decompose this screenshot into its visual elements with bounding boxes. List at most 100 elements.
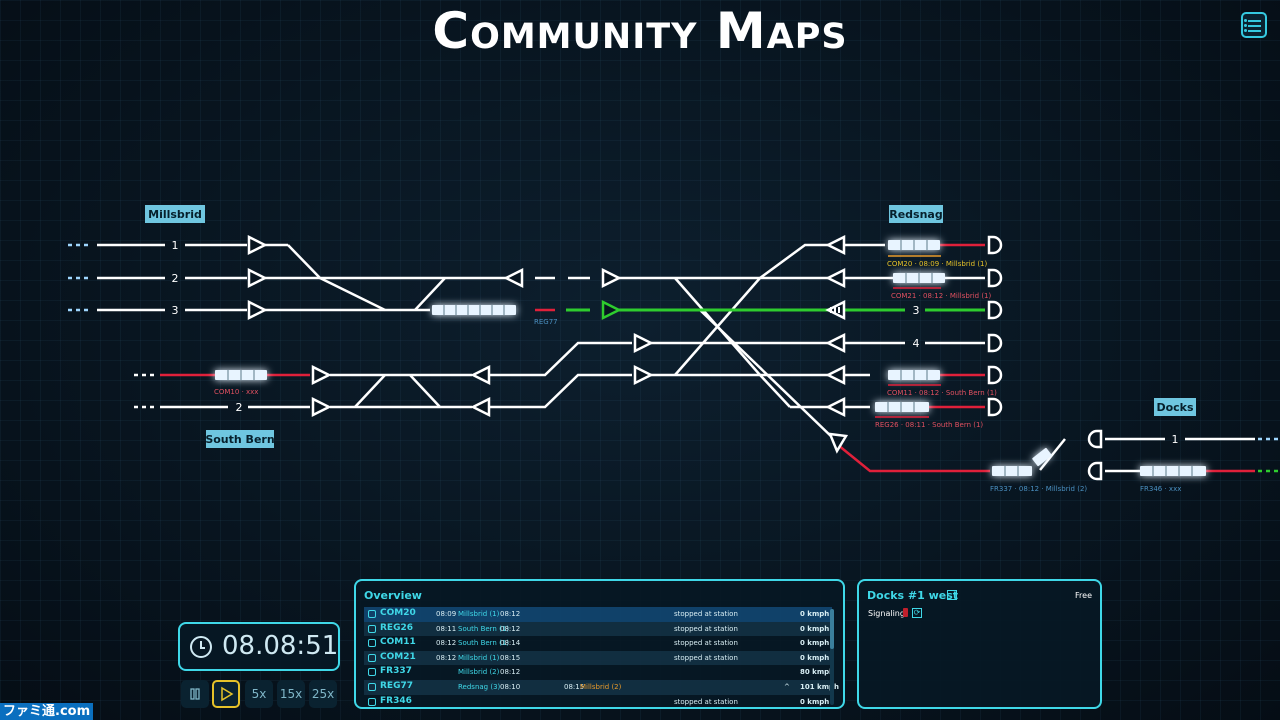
docks-panel-status: Free (1075, 591, 1092, 600)
docks-panel-title: Docks #1 west (867, 589, 959, 602)
track-segment (414, 277, 446, 311)
signal-icon[interactable] (825, 234, 846, 256)
train-id: REG26 (380, 622, 413, 633)
train-body (432, 305, 516, 315)
platform-numbers: 1 2 3 3 4 2 1 (172, 239, 1179, 446)
overview-scroll-thumb[interactable] (830, 609, 834, 649)
train-id: COM20 (380, 608, 416, 618)
buffer-stop-icon (1087, 429, 1103, 449)
list-icon-line (1244, 24, 1261, 27)
train-reg77[interactable] (432, 305, 516, 315)
train-id: COM21 (380, 651, 416, 662)
arrival-time: 08:15 (500, 653, 521, 662)
train-fr346-label: FR346 · xxx (1140, 485, 1181, 493)
overview-scrollbar[interactable] (830, 609, 834, 705)
signal-icon[interactable] (825, 267, 846, 289)
menu-button[interactable] (1241, 12, 1267, 38)
train-icon (368, 610, 376, 618)
platform-number: 3 (172, 304, 179, 317)
departure-time: 08:11 (436, 624, 457, 633)
direction-indicator: ^ (784, 682, 790, 691)
train-icon (368, 624, 376, 633)
station-redsnag-box[interactable] (889, 205, 943, 223)
signal-icon[interactable] (633, 332, 654, 354)
train-status: stopped at station (674, 697, 738, 706)
station-docks-box[interactable] (1154, 398, 1196, 416)
signaling-label: Signaling (868, 609, 905, 618)
train-reg26-label: REG26 · 08:11 · South Bern (1) (875, 421, 983, 429)
platform-number: 1 (1172, 433, 1179, 446)
signal-toggle-button[interactable]: ⟳ (912, 608, 922, 618)
signal-icon[interactable] (825, 332, 846, 354)
platform-number: 4 (913, 337, 920, 350)
train-speed: 0 kmph (800, 653, 830, 662)
train-info-labels: COM20 · 08:09 · Millsbrid (1) COM21 · 08… (214, 260, 1181, 493)
station-southbern-label: South Bern (205, 433, 274, 446)
speed-5x-button[interactable]: 5x (245, 680, 273, 708)
train-status: stopped at station (674, 624, 738, 633)
departure-time: 08:09 (436, 610, 457, 618)
train-speed: 0 kmph (800, 610, 830, 618)
train-com10-label: COM10 · xxx (214, 388, 258, 396)
train-fr337[interactable] (992, 447, 1052, 476)
signal-icon[interactable] (503, 267, 524, 289)
platform-number: 1 (172, 239, 179, 252)
station-labels: Millsbrid Redsnag South Bern Docks (145, 205, 1196, 448)
train-reg26[interactable] (875, 402, 929, 412)
train-body (1140, 466, 1206, 476)
platform-number: 2 (236, 401, 243, 414)
signal-icon[interactable] (247, 299, 268, 321)
buffer-stop-icon (987, 235, 1003, 255)
track-segment (759, 243, 828, 280)
train-com20-label: COM20 · 08:09 · Millsbrid (1) (887, 260, 988, 268)
signal-icon[interactable] (633, 364, 654, 386)
buffer-stops (987, 235, 1103, 481)
list-icon-line (1244, 29, 1261, 32)
edit-icon[interactable] (947, 590, 957, 600)
train-body (1032, 447, 1052, 467)
signal-icon[interactable] (828, 432, 849, 454)
clock-panel: 08.08:51 (178, 622, 340, 671)
train-id: REG77 (380, 680, 413, 691)
track-segment (319, 276, 386, 312)
signal-icon[interactable] (470, 364, 491, 386)
next-station: Millsbrid (2) (580, 682, 622, 691)
buffer-stop-icon (987, 397, 1003, 417)
train-status: stopped at station (674, 610, 738, 618)
pause-button[interactable] (181, 680, 209, 708)
buffer-stop-icon (987, 333, 1003, 353)
station-southbern-box[interactable] (206, 430, 274, 448)
departure-station: South Bern (1) (458, 639, 510, 648)
buffer-stop-icon (987, 365, 1003, 385)
track-segment (490, 373, 632, 409)
signal-icon[interactable] (825, 396, 846, 418)
signal-icon[interactable] (470, 396, 491, 418)
speed-25x-button[interactable]: 25x (309, 680, 337, 708)
signal-icon[interactable] (825, 364, 846, 386)
signal-green-icon[interactable] (601, 299, 622, 321)
occupied-track (837, 444, 990, 473)
signal-icon[interactable] (601, 267, 622, 289)
signal-icon[interactable] (247, 234, 268, 256)
arrival-time: 08:12 (500, 610, 521, 618)
signal-icon[interactable] (311, 364, 332, 386)
speed-15x-button[interactable]: 15x (277, 680, 305, 708)
train-body (992, 466, 1032, 476)
signal-icon[interactable] (311, 396, 332, 418)
train-fr346[interactable] (1140, 466, 1206, 476)
trains (215, 240, 1206, 476)
play-button[interactable] (212, 680, 240, 708)
signal-icon[interactable] (247, 267, 268, 289)
play-icon (221, 686, 234, 702)
train-id: COM11 (380, 637, 416, 648)
station-millsbrid-box[interactable] (145, 205, 205, 223)
signal-state-icon (903, 608, 908, 617)
